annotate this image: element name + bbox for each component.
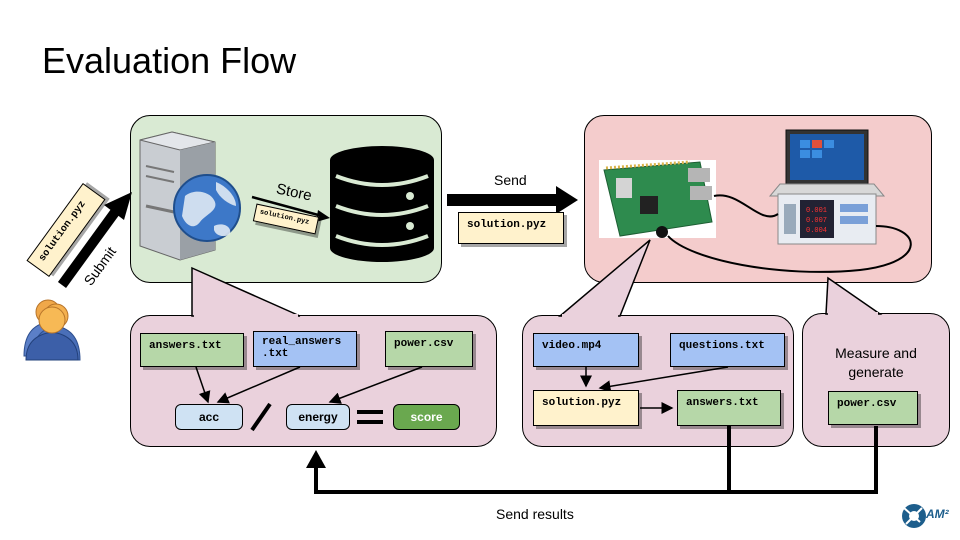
real-answers-note: real_answers .txt <box>253 331 357 367</box>
send-results-label: Send results <box>496 506 574 522</box>
measurement-panel <box>802 313 950 447</box>
eval-callout-tail <box>191 266 301 317</box>
svg-text:0.007: 0.007 <box>806 217 827 225</box>
score-box: score <box>393 404 460 430</box>
send-label: Send <box>494 172 527 188</box>
svg-text:0.004: 0.004 <box>806 227 827 235</box>
submit-arrow <box>57 192 132 288</box>
questions-note: questions.txt <box>670 333 785 367</box>
answers-note: answers.txt <box>140 333 244 367</box>
power-eval-note: power.csv <box>385 331 473 367</box>
database-icon <box>330 146 434 262</box>
sent-solution-note: solution.pyz <box>458 212 564 244</box>
inference-callout-tail <box>557 239 651 317</box>
power-meter-icon: 0.001 0.007 0.004 <box>777 193 877 245</box>
users-icon <box>23 299 81 361</box>
answers-to-acc-arrow <box>195 366 211 404</box>
questions-to-solution-arrow <box>598 366 729 393</box>
logo-aperture-icon <box>902 504 926 528</box>
video-note: video.mp4 <box>533 333 639 367</box>
meter-loop-cable <box>667 225 912 273</box>
send-results-arrow <box>314 426 878 494</box>
power-output-note: power.csv <box>828 391 918 425</box>
page-title: Evaluation Flow <box>42 40 297 81</box>
answers-output-note: answers.txt <box>677 390 781 426</box>
send-arrow <box>447 186 578 214</box>
pi-to-meter-cable <box>713 194 779 218</box>
power-to-energy-arrow <box>328 366 423 404</box>
acc-box: acc <box>175 404 243 430</box>
device-solution-note: solution.pyz <box>533 390 639 426</box>
equals-sign <box>357 410 383 424</box>
real-answers-to-acc-arrow <box>216 366 301 404</box>
energy-box: energy <box>286 404 350 430</box>
globe-icon <box>173 174 241 242</box>
measure-label: Measure and generate <box>835 345 917 380</box>
raspberry-pi-board <box>599 160 716 238</box>
store-arrow <box>251 195 330 222</box>
svg-text:0.001: 0.001 <box>806 207 827 215</box>
am2-logo: AM² <box>926 507 949 521</box>
divide-sign <box>250 402 272 432</box>
laptop-icon <box>768 129 886 197</box>
measure-callout-tail <box>825 276 883 315</box>
